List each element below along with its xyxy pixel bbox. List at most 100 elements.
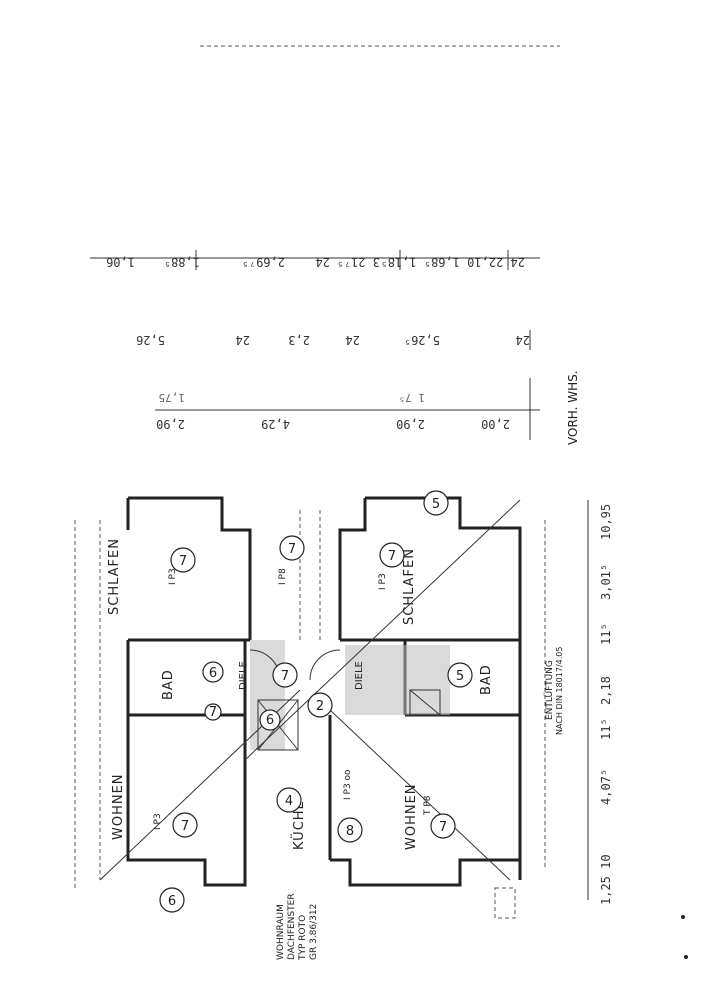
- circle-marker: 8: [337, 817, 363, 843]
- dim-row2-1: 5,26⁵: [404, 333, 440, 347]
- circle-marker: 4: [276, 787, 302, 813]
- room-schlafen-left: SCHLAFEN: [107, 538, 122, 615]
- small-label: I P3: [168, 568, 178, 585]
- small-label: I P3 oo: [343, 769, 353, 800]
- dim-row3a-1: 1,75: [159, 391, 186, 404]
- circle-marker: 7: [272, 662, 298, 688]
- core-hatch-left: [250, 640, 285, 750]
- svg-text:7: 7: [181, 819, 189, 834]
- svg-text:6: 6: [168, 894, 176, 909]
- entluftung-1: ENTLÜFTUNG: [544, 660, 555, 720]
- plan-stub: [494, 887, 516, 919]
- dim-row3b-3: 2,90: [156, 417, 185, 431]
- stray-mark: [684, 955, 688, 959]
- wall-bottom-left: [126, 640, 247, 887]
- entluftung-2: NACH DIN 18017/4.05: [555, 647, 564, 735]
- circle-marker: 6: [259, 709, 281, 731]
- wall-top-left: [128, 496, 252, 640]
- dim-row1-4: 2,69⁷⁵: [242, 255, 285, 269]
- svg-text:4: 4: [285, 794, 293, 809]
- dim-row3b-1: 2,90: [396, 417, 425, 431]
- dim-row-2: 24 5,26⁵ 24 2,3 24 5,26: [136, 333, 530, 347]
- room-diele-left: DIELE: [238, 661, 249, 690]
- dim-row1-3: 24: [316, 255, 330, 269]
- dim-row3b-0: 2,00: [481, 417, 510, 431]
- svg-text:7: 7: [439, 820, 447, 835]
- circle-marker: 7: [379, 542, 405, 568]
- circle-marker: 7: [279, 535, 305, 561]
- bottom-dim-3: 2,18: [599, 676, 613, 705]
- room-wohnen-left: WOHNEN: [111, 773, 126, 840]
- room-schlafen-right: SCHLAFEN: [402, 548, 417, 625]
- dim-row1-5: 1,88⁵: [164, 255, 200, 269]
- dim-row-3b: 2,00 2,90 4,29 2,90: [156, 417, 510, 431]
- room-bad-right: BAD: [479, 664, 494, 695]
- svg-text:7: 7: [209, 705, 217, 720]
- note-line-2: DACHFENSTER: [287, 893, 297, 960]
- note-line-3: TYP ROTO: [298, 915, 308, 961]
- circle-marker: 6: [202, 661, 224, 683]
- dim-row3a-0: 1 7⁵: [399, 391, 426, 404]
- small-label: I P3: [378, 573, 388, 590]
- circle-markers: 7 7 7 5 6 7 2 7 5 6 8 7 4 7 6: [159, 490, 473, 913]
- circle-marker: 5: [423, 490, 449, 516]
- dim-row-1: 24 22,10 1,68⁵ 1,18⁵ 3 21⁷⁵ 24 2,69⁷⁵ 1,…: [106, 255, 525, 269]
- bad-fixture: [409, 689, 441, 716]
- dim-row3b-2: 4,29: [261, 417, 290, 431]
- bottom-dim-4: 11⁵: [599, 623, 613, 645]
- stray-mark: [681, 915, 685, 919]
- small-label: I P3: [153, 813, 163, 830]
- room-kueche: KÜCHE: [290, 800, 307, 850]
- circle-marker: 7: [204, 703, 222, 721]
- dim-row1-1: 1,68⁵ 1,18⁵: [381, 255, 460, 269]
- circle-marker: 6: [159, 887, 185, 913]
- svg-text:7: 7: [388, 549, 396, 564]
- circle-marker: 5: [447, 662, 473, 688]
- dim-row2-2: 24: [346, 333, 360, 347]
- note-line-4: GR 3.86/312: [309, 904, 319, 960]
- dim-row1-2: 3 21⁷⁵: [337, 255, 380, 269]
- core-hatch-right: [345, 645, 450, 715]
- bottom-dim-0: 1,25 10: [599, 854, 613, 905]
- circle-marker: 7: [170, 547, 196, 573]
- dim-row2-4: 24: [236, 333, 250, 347]
- bottom-dim-5: 3,01⁵: [599, 564, 613, 600]
- circle-marker: 7: [430, 813, 456, 839]
- svg-text:7: 7: [281, 669, 289, 684]
- dim-row1-0: 24 22,10: [467, 255, 525, 269]
- wall: [338, 498, 367, 640]
- bottom-dim-2: 11⁵: [599, 718, 613, 740]
- dim-row1-6: 1,06: [106, 255, 135, 269]
- circle-marker: 7: [172, 812, 198, 838]
- room-wohnen-right: WOHNEN: [404, 783, 419, 850]
- dim-row-3a: 1 7⁵ 1,75: [159, 391, 426, 404]
- svg-text:8: 8: [346, 824, 354, 839]
- svg-text:5: 5: [456, 669, 464, 684]
- svg-text:6: 6: [266, 713, 274, 728]
- vorh-whs-label: VORH. WHS.: [566, 370, 580, 445]
- door-arc: [309, 649, 341, 681]
- dim-row2-5: 5,26: [136, 333, 165, 347]
- svg-text:6: 6: [209, 666, 217, 681]
- diagonal-1: [244, 499, 521, 761]
- note-line-1: WOHNRAUM: [276, 904, 286, 960]
- dim-row2-3: 2,3: [288, 333, 310, 347]
- small-label: I P8: [278, 568, 288, 585]
- wall-bottom-right: [330, 858, 520, 887]
- svg-text:5: 5: [432, 497, 440, 512]
- fixture-x: [409, 689, 441, 716]
- plan-body: [74, 496, 546, 890]
- shaft: [257, 699, 299, 751]
- diagonal-3: [329, 709, 511, 881]
- bottom-dim-6: 10,95: [599, 504, 613, 540]
- small-label: T P8: [423, 795, 433, 816]
- bottom-dim-1: 4,07⁵: [599, 769, 613, 805]
- wall-top-right: [365, 496, 522, 880]
- svg-text:2: 2: [316, 699, 324, 714]
- room-bad-left: BAD: [161, 669, 176, 700]
- circle-marker: 2: [307, 692, 333, 718]
- room-diele-right: DIELE: [354, 661, 365, 690]
- svg-text:7: 7: [179, 554, 187, 569]
- dim-row2-0: 24: [516, 333, 530, 347]
